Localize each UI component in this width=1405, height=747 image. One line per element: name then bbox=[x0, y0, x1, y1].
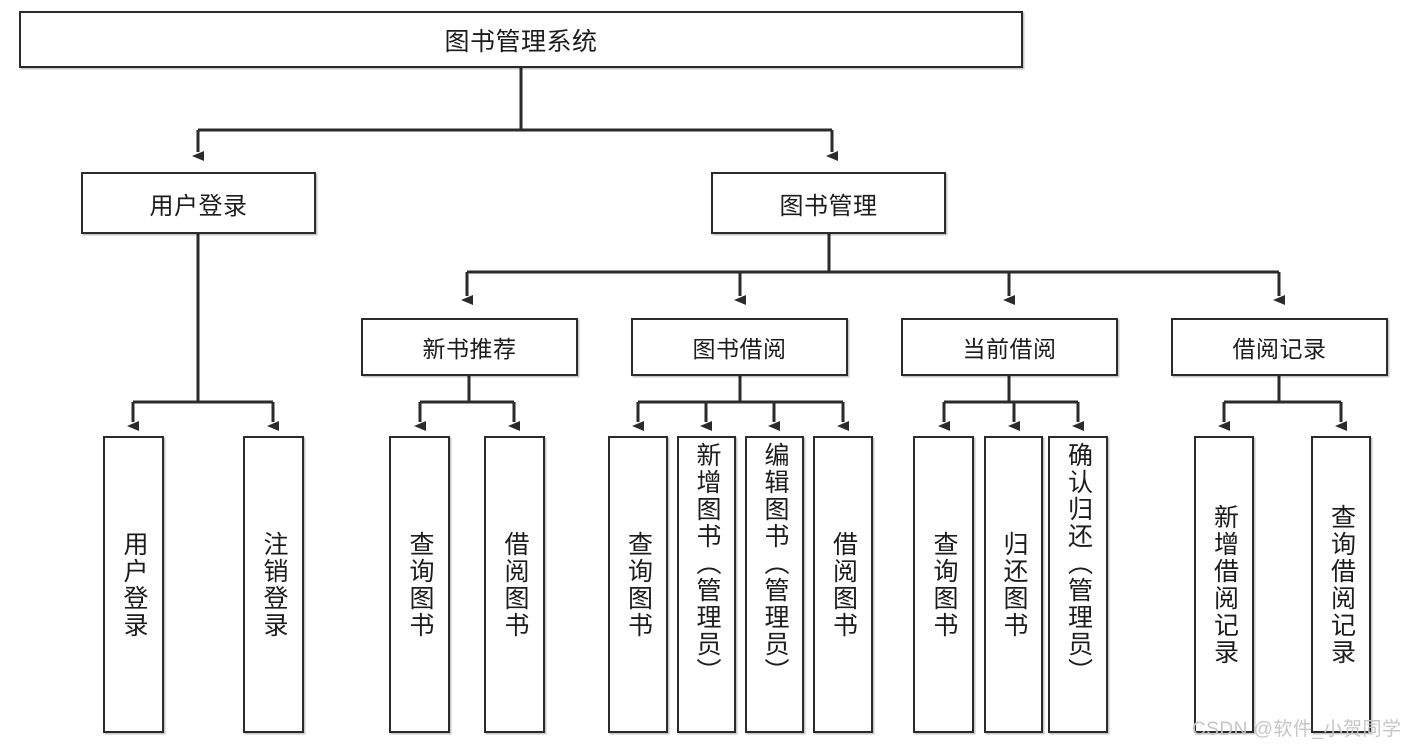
leaf-borrow-book[interactable]: 借阅图书 bbox=[813, 436, 873, 733]
leaf-edit-book-admin[interactable]: 编辑图书（管理员） bbox=[745, 436, 804, 733]
leaf-add-book-admin[interactable]: 新增图书（管理员） bbox=[677, 436, 736, 733]
node-current-borrow[interactable]: 当前借阅 bbox=[901, 318, 1118, 376]
csdn-watermark: CSDN @软件_小贺同学 bbox=[1192, 719, 1402, 740]
node-label: 查询图书 bbox=[624, 530, 653, 639]
node-label: 借阅图书 bbox=[829, 530, 858, 639]
node-root-book-management-system[interactable]: 图书管理系统 bbox=[19, 11, 1023, 68]
node-new-book-recommend[interactable]: 新书推荐 bbox=[361, 318, 578, 376]
node-label: 图书借阅 bbox=[692, 336, 787, 362]
leaf-user-login[interactable]: 用户登录 bbox=[103, 436, 164, 733]
node-label: 用户登录 bbox=[149, 192, 248, 220]
leaf-confirm-return-admin[interactable]: 确认归还（管理员） bbox=[1048, 436, 1108, 733]
node-book-borrow[interactable]: 图书借阅 bbox=[631, 318, 848, 376]
node-label: 图书管理系统 bbox=[444, 27, 598, 56]
node-user-login[interactable]: 用户登录 bbox=[81, 172, 316, 234]
node-label: 归还图书 bbox=[1000, 530, 1028, 639]
node-label: 编辑图书（管理员） bbox=[761, 442, 789, 685]
node-label: 当前借阅 bbox=[962, 336, 1057, 362]
node-label: 用户登录 bbox=[120, 530, 148, 639]
node-label: 借阅图书 bbox=[501, 530, 529, 639]
leaf-logout[interactable]: 注销登录 bbox=[243, 436, 304, 733]
leaf-query-book-current[interactable]: 查询图书 bbox=[913, 436, 974, 733]
node-label: 查询借阅记录 bbox=[1327, 503, 1356, 666]
node-label: 新书推荐 bbox=[422, 336, 517, 362]
node-label: 新增图书（管理员） bbox=[693, 442, 721, 685]
leaf-query-borrow-record[interactable]: 查询借阅记录 bbox=[1311, 436, 1371, 733]
node-label: 确认归还（管理员） bbox=[1064, 442, 1093, 685]
node-borrow-records[interactable]: 借阅记录 bbox=[1171, 318, 1388, 376]
leaf-query-book-recommend[interactable]: 查询图书 bbox=[389, 436, 450, 733]
node-label: 图书管理 bbox=[779, 192, 878, 220]
node-label: 注销登录 bbox=[260, 530, 288, 639]
leaf-query-book-borrow[interactable]: 查询图书 bbox=[608, 436, 668, 733]
node-book-management[interactable]: 图书管理 bbox=[711, 172, 946, 234]
node-label: 借阅记录 bbox=[1232, 336, 1327, 362]
leaf-add-borrow-record[interactable]: 新增借阅记录 bbox=[1194, 436, 1254, 733]
node-label: 新增借阅记录 bbox=[1210, 503, 1239, 666]
leaf-return-book[interactable]: 归还图书 bbox=[984, 436, 1043, 733]
node-label: 查询图书 bbox=[930, 530, 958, 639]
node-label: 查询图书 bbox=[406, 530, 434, 639]
leaf-borrow-book-recommend[interactable]: 借阅图书 bbox=[484, 436, 545, 733]
